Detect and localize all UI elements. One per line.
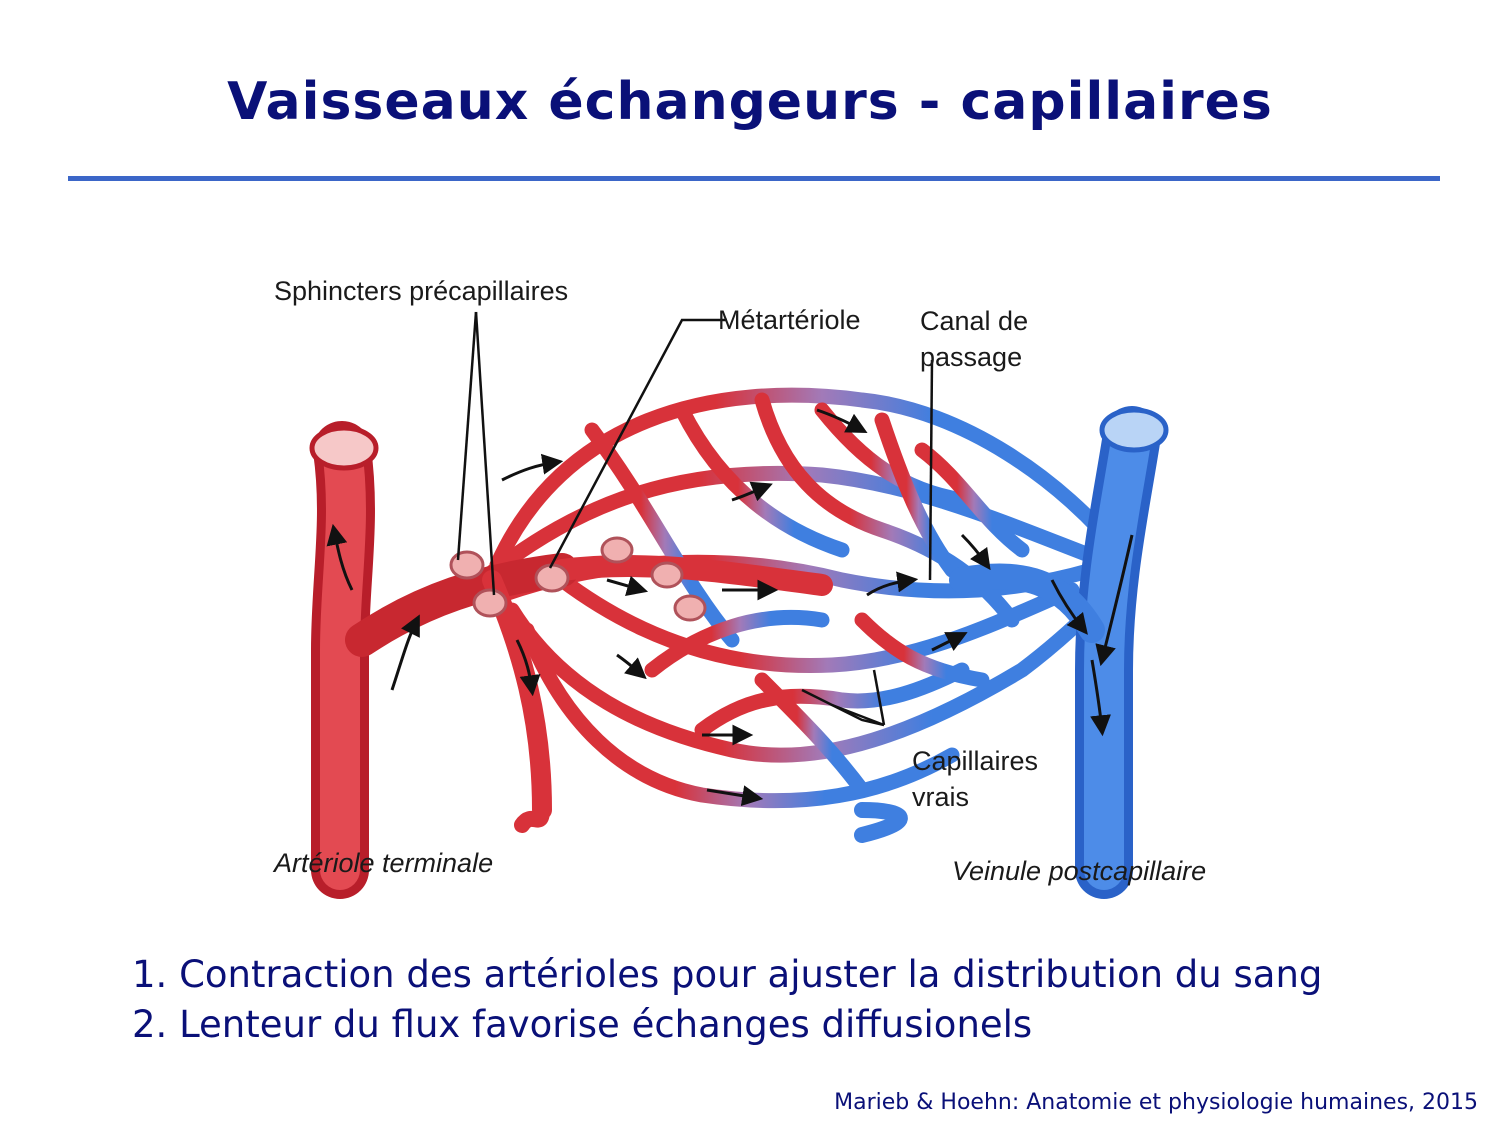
label-capillaires-line2: vrais — [912, 782, 969, 812]
point-2: 2. Lenteur du flux favorise échanges dif… — [132, 1003, 1033, 1046]
key-points: 1. Contraction des artérioles pour ajust… — [132, 950, 1322, 1050]
arteriole-opening — [309, 425, 379, 471]
label-veinule: Veinule postcapillaire — [952, 856, 1206, 886]
label-arteriole: Artériole terminale — [272, 848, 493, 878]
capillary-bed-diagram: Sphincters précapillaires Métartériole C… — [262, 250, 1272, 900]
leader-lines — [456, 311, 934, 727]
venule-opening — [1099, 407, 1169, 453]
precapillary-sphincters — [449, 536, 707, 622]
title-divider — [68, 176, 1440, 181]
capillary-bed-illustration: Sphincters précapillaires Métartériole C… — [272, 276, 1206, 899]
flow-arrows — [326, 408, 1134, 807]
point-1: 1. Contraction des artérioles pour ajust… — [132, 953, 1323, 996]
label-canal-line2: passage — [920, 342, 1022, 372]
label-metarteriole: Métartériole — [718, 305, 861, 335]
label-canal-line1: Canal de — [920, 306, 1028, 336]
label-sphincters: Sphincters précapillaires — [274, 276, 568, 306]
label-capillaires-line1: Capillaires — [912, 746, 1038, 776]
slide-title: Vaisseaux échangeurs - capillaires — [227, 72, 1273, 132]
true-capillary-network — [474, 387, 1130, 809]
citation: Marieb & Hoehn: Anatomie et physiologie … — [834, 1090, 1478, 1115]
